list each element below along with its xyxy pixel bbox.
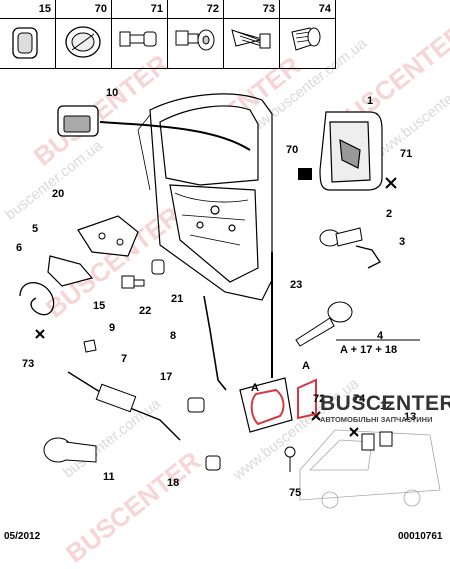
self-tap-screw-icon [231,29,271,49]
round-plug-icon [65,26,101,58]
part-11-knob [43,437,97,463]
callout-23: 23 [290,279,303,291]
callout-1: 1 [367,95,374,107]
header-cell-74[interactable]: 74 [280,0,336,68]
callout-74: 74 [353,393,366,405]
callout-3: 3 [399,236,406,248]
callout-20: 20 [52,188,65,200]
header-cell-70[interactable]: 70 [56,0,112,68]
part-6-loop [19,282,55,316]
part-12-bracket [361,433,375,451]
part-23-key [295,301,353,347]
callout-4: 4 [377,330,384,342]
callout-17: 17 [160,371,173,383]
callout-7: 7 [121,353,128,365]
part-75-screw [284,446,296,472]
expansion-rivet-icon [291,27,321,51]
part-3-clip [355,245,381,269]
part-9-fastener [83,339,97,353]
callout-6: 6 [16,242,23,254]
part-number: 72 [206,3,219,15]
exploded-door-diagram [19,93,441,509]
part-73-cross [35,329,45,339]
callout-12: 12 [380,400,393,412]
part-number: 15 [38,3,51,15]
callout-2: 2 [386,208,393,220]
callout-22: 22 [139,305,152,317]
buscenter-logo-mark [297,378,317,420]
door-frame-drawing [137,93,273,301]
callout-8: 8 [170,330,177,342]
part-2-cylinder [319,227,363,247]
callout-11: 11 [103,471,115,483]
part-10-clip [57,105,99,137]
leader-line [99,121,251,151]
part-74-cross [349,427,359,437]
part-number: 71 [150,3,163,15]
callout-71: 71 [400,148,413,160]
callout-10: 10 [106,87,119,99]
header-cell-73[interactable]: 73 [224,0,280,68]
header-cell-72[interactable]: 72 [168,0,224,68]
part-70-plug [298,168,312,180]
bolt-washer-icon [175,29,215,51]
kit-formula: A + 17 + 18 [340,344,398,356]
callout-72: 72 [313,393,326,405]
part-5-handle [47,255,94,287]
callout-9: 9 [109,322,116,334]
callout-13: 13 [404,411,417,423]
callout-a-top: A [302,360,310,372]
callout-75: 75 [289,487,302,499]
part-20-bracket [77,215,139,257]
part-8-rod [203,295,227,391]
parts-header-strip: 15 70 71 72 73 [0,0,450,69]
header-cell-71[interactable]: 71 [112,0,168,68]
callout-a-bottom: A [251,382,259,394]
callout-70: 70 [286,144,299,156]
door-lock-mechanism [239,252,293,433]
callout-15: 15 [93,300,106,312]
part-17-clip [187,397,205,413]
grommet-icon [12,27,38,59]
part-71-cross [385,177,397,189]
callout-21: 21 [171,293,184,305]
part-21-nut [151,259,165,275]
header-cell-15[interactable]: 15 [0,0,56,68]
part-72-cross [311,411,321,421]
part-13-bracket [379,431,393,447]
header-strip-rule [0,68,336,69]
callout-73: 73 [22,358,35,370]
flange-screw-icon [119,31,157,47]
part-number: 74 [318,3,331,15]
part-1-panel [319,111,383,191]
part-18-clip [205,455,221,471]
callout-18: 18 [167,477,180,489]
buscenter-logo-subtitle: АВТОМОБІЛЬНІ ЗАПЧАСТИНИ [320,415,433,424]
footer-reference: 00010761 [398,531,443,542]
part-number: 70 [94,3,107,15]
part-number: 73 [262,3,275,15]
footer-date: 05/2012 [4,531,41,542]
buscenter-logo-title: BUSCENTER [320,392,450,415]
part-22-screw [121,275,145,289]
callout-5: 5 [32,223,39,235]
